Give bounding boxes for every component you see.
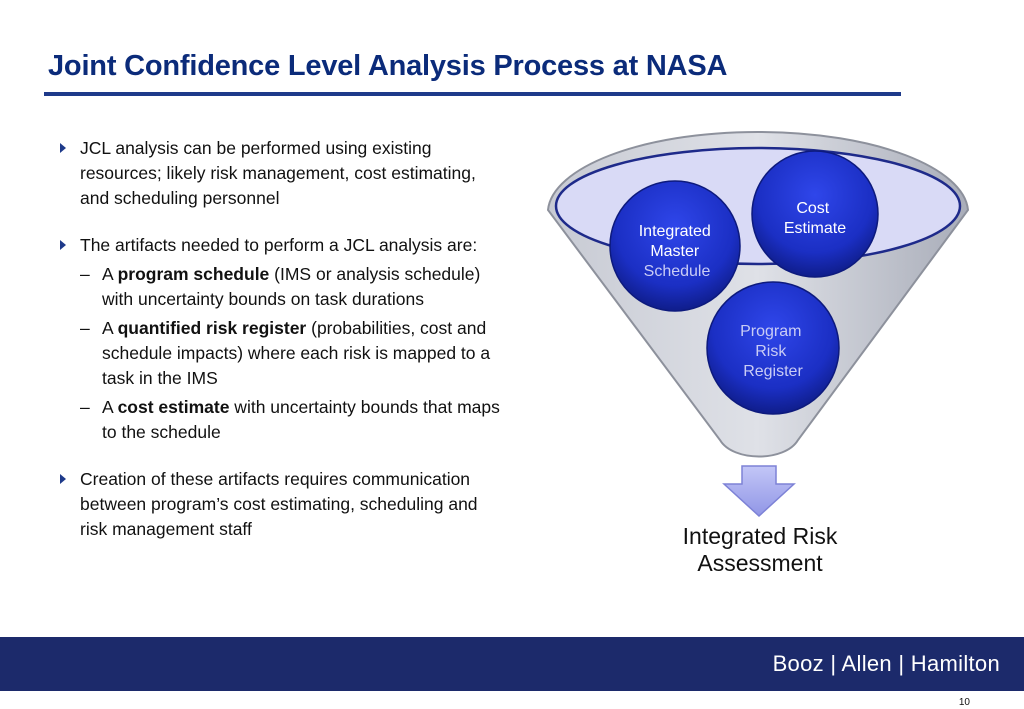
footer-bar [0,637,1024,691]
label-integrated-master-schedule: Integrated Master Schedule [639,223,716,280]
sub-bold: program schedule [117,264,270,284]
bullet-text: Creation of these artifacts requires com… [80,469,478,539]
page-number: 10 [958,697,970,708]
dash-marker: – [80,318,90,338]
sub-prefix: A [102,264,118,284]
sub-rest: (probabilities, cost and schedule impact… [102,318,491,388]
bullet-jcl-resources: JCL analysis can be performed using exis… [60,136,500,211]
integrated-risk-assessment-label: Integrated Risk Assessment [630,523,890,577]
bullet-list: JCL analysis can be performed using exis… [60,136,500,564]
circle-integrated-master-schedule [609,180,741,312]
bullet-artifacts: The artifacts needed to perform a JCL an… [60,233,500,445]
sub-prefix: A [102,397,118,417]
outcome-line-1: Integrated Risk [682,523,838,549]
label-program-risk-register: Program Risk Register [740,323,806,380]
sub-bold: quantified risk register [117,318,307,338]
sub-rest: (IMS or analysis schedule) with uncertai… [102,264,481,309]
sub-bullet-program-schedule: – A program schedule (IMS or analysis sc… [80,262,500,312]
bullet-arrow-icon [60,240,66,250]
down-arrow-icon [722,465,796,518]
circle-cost-estimate [751,150,879,278]
circle-program-risk-register [706,281,840,415]
sub-bullet-cost-estimate: – A cost estimate with uncertainty bound… [80,395,500,445]
sub-bold: cost estimate [117,397,230,417]
bullet-text: The artifacts needed to perform a JCL an… [80,235,478,255]
bullet-text: JCL analysis can be performed using exis… [80,138,476,208]
sub-rest: with uncertainty bounds that maps to the… [102,397,500,442]
sub-prefix: A [102,318,118,338]
dash-marker: – [80,397,90,417]
funnel-diagram: Cost Estimate Integrated Master Schedule… [546,130,970,518]
sub-bullet-risk-register: – A quantified risk register (probabilit… [80,316,500,391]
bullet-arrow-icon [60,143,66,153]
dash-marker: – [80,264,90,284]
slide-title: Joint Confidence Level Analysis Process … [48,50,728,82]
bullet-communication: Creation of these artifacts requires com… [60,467,500,542]
outcome-line-2: Assessment [697,550,823,576]
title-underline [44,92,901,96]
brand-logo-text: Booz | Allen | Hamilton [772,651,1000,676]
bullet-arrow-icon [60,474,66,484]
label-cost-estimate: Cost Estimate [784,200,846,237]
